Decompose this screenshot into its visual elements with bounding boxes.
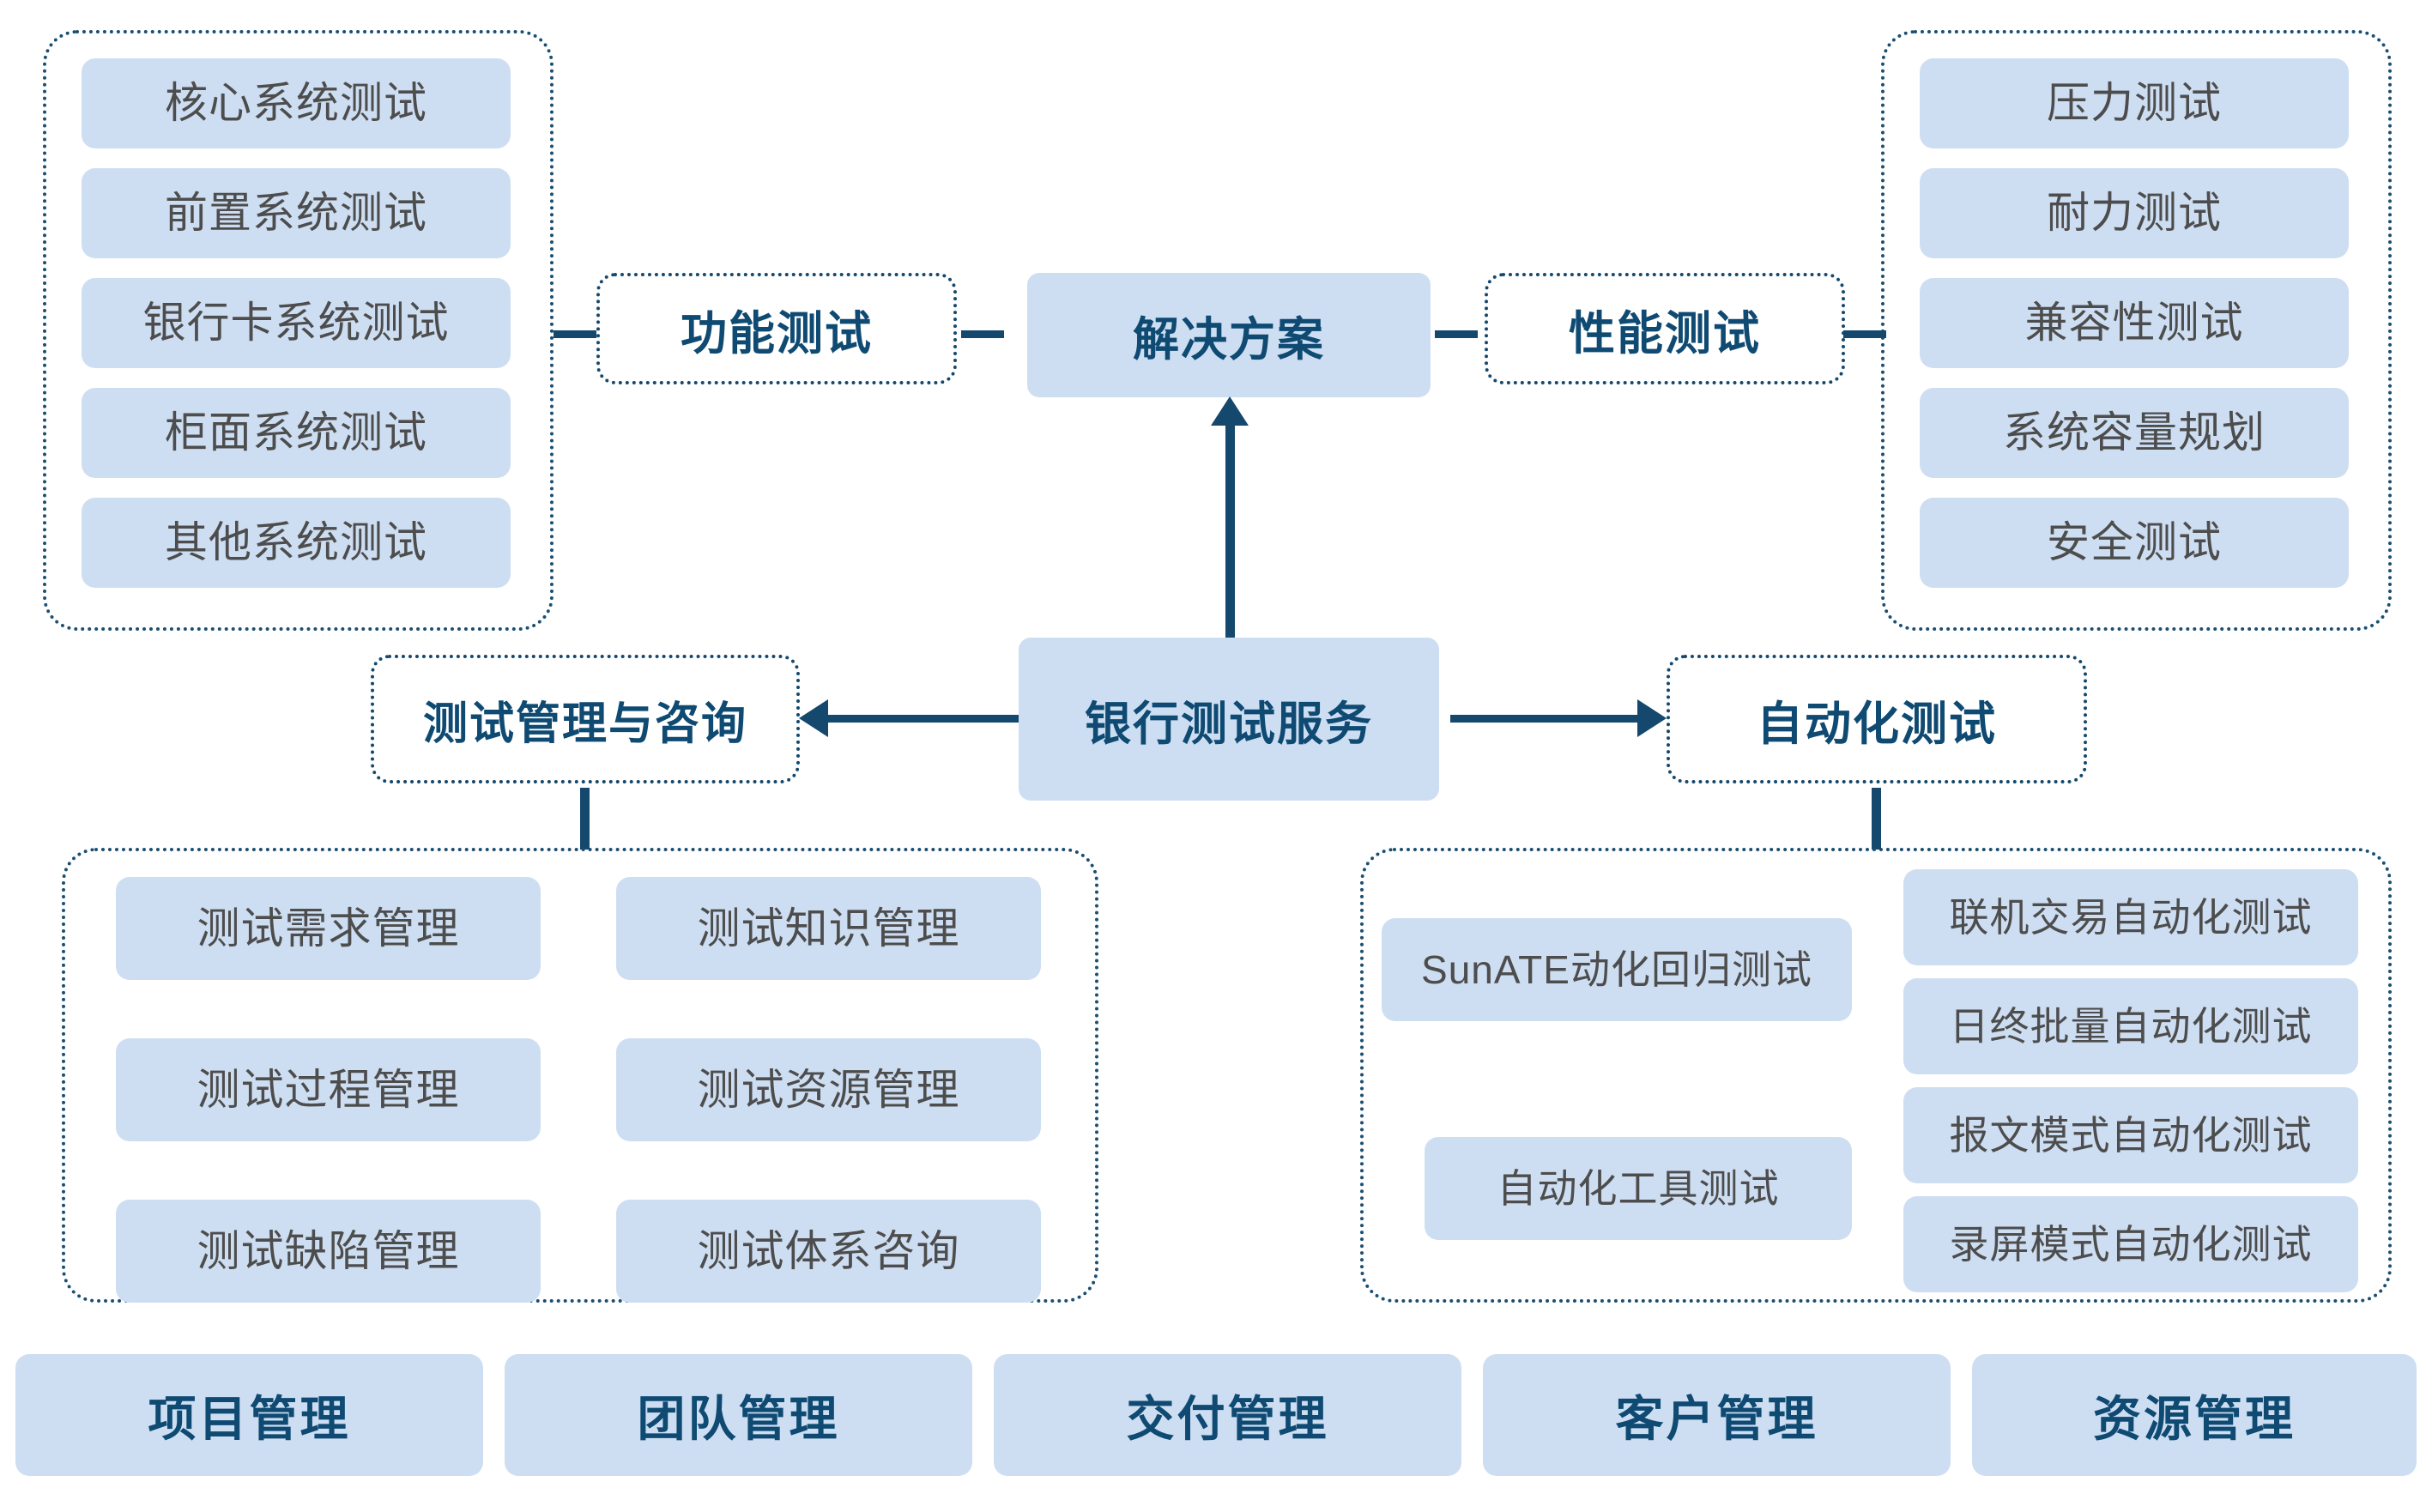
arrow-head-to-solution [1211, 396, 1249, 426]
connector-management-to-group [580, 788, 590, 850]
node-performance-test[interactable]: 性能测试 [1485, 273, 1845, 384]
chip-automation-right-1[interactable]: 联机交易自动化测试 [1903, 869, 2358, 965]
chip-performance-3[interactable]: 兼容性测试 [1920, 278, 2349, 368]
footer-item-delivery-management[interactable]: 交付管理 [994, 1354, 1461, 1476]
connector-center-to-solution-shaft [1225, 419, 1235, 638]
chip-management-left-2[interactable]: 测试过程管理 [116, 1038, 541, 1141]
chip-management-right-2[interactable]: 测试资源管理 [616, 1038, 1041, 1141]
connector-center-to-management [828, 715, 1019, 723]
chip-automation-right-4[interactable]: 录屏模式自动化测试 [1903, 1196, 2358, 1292]
node-functional-test[interactable]: 功能测试 [596, 273, 957, 384]
chip-automation-right-3[interactable]: 报文模式自动化测试 [1903, 1087, 2358, 1183]
chip-automation-left-1[interactable]: SunATE动化回归测试 [1382, 918, 1852, 1021]
footer-item-customer-management[interactable]: 客户管理 [1483, 1354, 1951, 1476]
node-automation-test[interactable]: 自动化测试 [1667, 655, 2087, 783]
chip-performance-5[interactable]: 安全测试 [1920, 498, 2349, 588]
connector-functional-group-to-node [554, 330, 596, 338]
chip-automation-left-2[interactable]: 自动化工具测试 [1425, 1137, 1852, 1240]
chip-functional-5[interactable]: 其他系统测试 [82, 498, 511, 588]
chip-performance-2[interactable]: 耐力测试 [1920, 168, 2349, 258]
footer-item-resource-management[interactable]: 资源管理 [1972, 1354, 2417, 1476]
connector-center-to-automation [1450, 715, 1641, 723]
chip-performance-1[interactable]: 压力测试 [1920, 58, 2349, 148]
chip-functional-2[interactable]: 前置系统测试 [82, 168, 511, 258]
functional-items-group [43, 30, 554, 631]
chip-automation-right-2[interactable]: 日终批量自动化测试 [1903, 978, 2358, 1074]
node-test-management[interactable]: 测试管理与咨询 [371, 655, 800, 783]
node-solution[interactable]: 解决方案 [1027, 273, 1431, 397]
footer-item-project-management[interactable]: 项目管理 [15, 1354, 483, 1476]
footer-item-team-management[interactable]: 团队管理 [505, 1354, 972, 1476]
connector-performance-node-to-group [1843, 330, 1886, 338]
chip-functional-4[interactable]: 柜面系统测试 [82, 388, 511, 478]
arrow-head-to-automation [1637, 699, 1667, 737]
connector-solution-to-performance [1435, 330, 1478, 338]
management-items-group [62, 848, 1098, 1303]
connector-functional-to-solution [961, 330, 1004, 338]
chip-performance-4[interactable]: 系统容量规划 [1920, 388, 2349, 478]
chip-management-left-1[interactable]: 测试需求管理 [116, 877, 541, 980]
arrow-head-to-management [799, 699, 828, 737]
chip-management-left-3[interactable]: 测试缺陷管理 [116, 1200, 541, 1303]
chip-management-right-1[interactable]: 测试知识管理 [616, 877, 1041, 980]
chip-functional-1[interactable]: 核心系统测试 [82, 58, 511, 148]
automation-items-group [1360, 848, 2392, 1303]
chip-management-right-3[interactable]: 测试体系咨询 [616, 1200, 1041, 1303]
chip-functional-3[interactable]: 银行卡系统测试 [82, 278, 511, 368]
node-bank-testing-service[interactable]: 银行测试服务 [1019, 638, 1439, 801]
connector-automation-to-group [1872, 788, 1881, 850]
